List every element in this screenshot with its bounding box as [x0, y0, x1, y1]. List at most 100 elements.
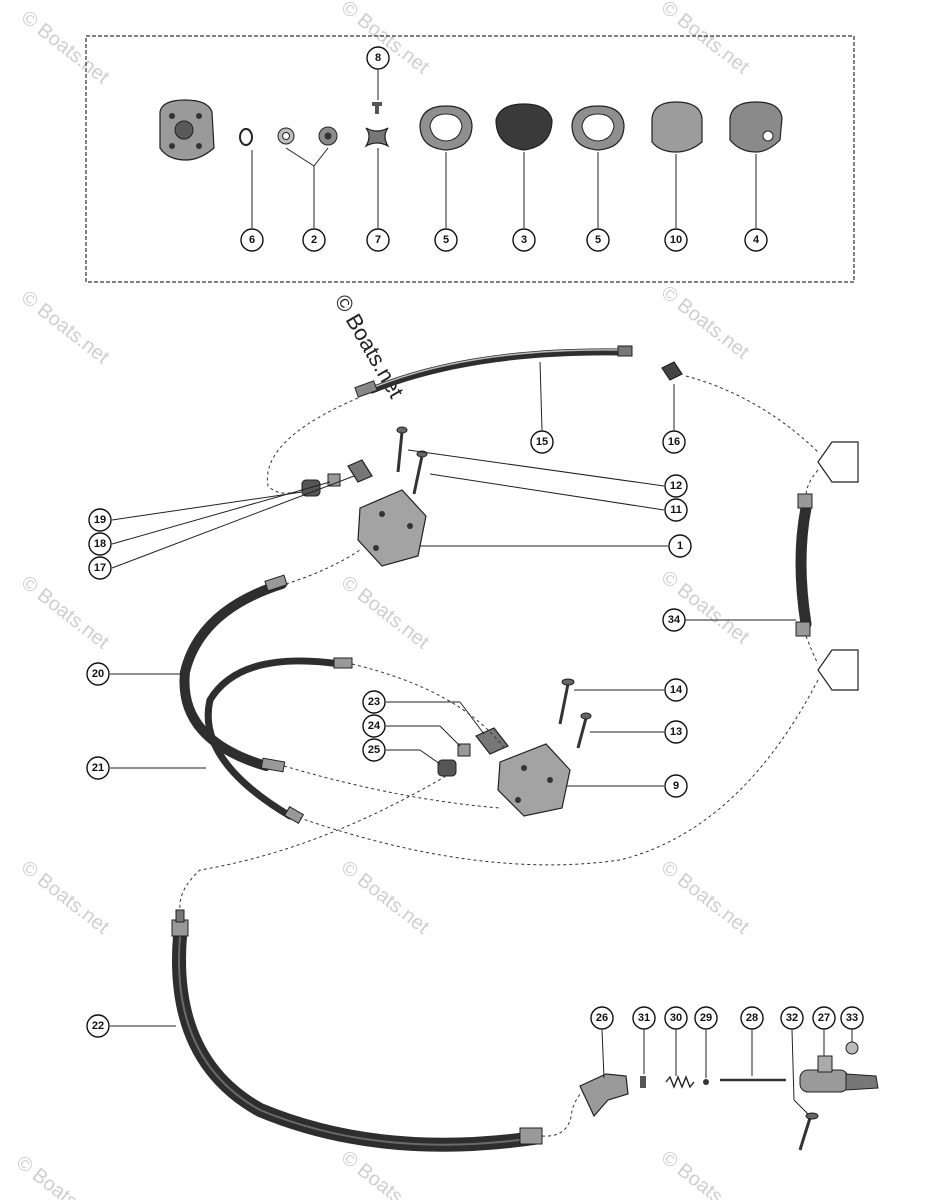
- hose-connector-icon: [817, 441, 859, 483]
- callout-label: 9: [673, 780, 679, 792]
- leader-lines: [110, 361, 853, 1115]
- callouts: 6 2 8 7 5 3 5 10 4 15 16 12 11 1 19 18 1…: [86, 46, 864, 1038]
- callout-label: 17: [94, 562, 106, 574]
- inset-leaders: [251, 70, 757, 228]
- elbow-fitting-26: [579, 1073, 629, 1118]
- callout-9: 9: [664, 774, 688, 798]
- callout-label: 5: [443, 234, 449, 246]
- callout-5: 5: [434, 228, 458, 252]
- cover-plate-icon: [729, 101, 783, 153]
- callout-4: 4: [744, 228, 768, 252]
- callout-label: 20: [92, 668, 104, 680]
- watermark: © Boats.net: [12, 1152, 108, 1200]
- callout-label: 5: [595, 234, 601, 246]
- callout-label: 31: [638, 1012, 650, 1024]
- fitting-19: [301, 479, 321, 497]
- callout-25: 25: [362, 738, 386, 762]
- callout-label: 22: [92, 1020, 104, 1032]
- inset-box: [85, 35, 855, 283]
- callout-label: 7: [375, 234, 381, 246]
- callout-label: 34: [668, 614, 681, 626]
- callout-label: 14: [670, 684, 683, 696]
- callout-13: 13: [664, 720, 688, 744]
- ball-29: [703, 1079, 709, 1085]
- callout-label: 12: [670, 480, 682, 492]
- fitting-24: [457, 743, 471, 757]
- callout-7: 7: [366, 228, 390, 252]
- callout-14: 14: [664, 678, 688, 702]
- screw-icon: [558, 678, 575, 725]
- callout-32: 32: [780, 1006, 804, 1030]
- fuel-hose-34: [795, 502, 812, 630]
- callout-15: 15: [530, 430, 554, 454]
- callout-6: 6: [240, 228, 264, 252]
- callout-label: 26: [596, 1012, 608, 1024]
- callout-label: 15: [536, 436, 548, 448]
- pump-cover-icon: [651, 101, 703, 153]
- callout-label: 30: [670, 1012, 682, 1024]
- gasket-icon: [571, 105, 625, 151]
- callout-8: 8: [366, 46, 390, 70]
- inset-parts: [159, 99, 783, 161]
- check-valve-icon: [277, 126, 338, 146]
- callout-11: 11: [664, 498, 688, 522]
- screw-icon: [372, 102, 382, 114]
- callout-16: 16: [662, 430, 686, 454]
- watermark: © Boats.net: [657, 857, 753, 939]
- callout-label: 2: [311, 234, 317, 246]
- spring-30: [665, 1075, 695, 1089]
- elbow-fitting-17: [347, 459, 373, 483]
- callout-31: 31: [632, 1006, 656, 1030]
- callout-20: 20: [86, 662, 110, 686]
- fitting-18: [327, 473, 341, 487]
- spacer-31: [640, 1076, 646, 1088]
- watermark: © Boats.net: [337, 572, 433, 654]
- callout-26: 26: [590, 1006, 614, 1030]
- callout-29: 29: [694, 1006, 718, 1030]
- fuel-hose-15: [368, 348, 624, 394]
- gasket-icon: [419, 105, 473, 151]
- callout-label: 29: [700, 1012, 712, 1024]
- callout-28: 28: [740, 1006, 764, 1030]
- callout-label: 10: [670, 234, 682, 246]
- callout-10: 10: [664, 228, 688, 252]
- callout-label: 13: [670, 726, 682, 738]
- hose-connector-icon: [817, 649, 859, 691]
- fuel-hose-22: [172, 929, 541, 1152]
- callout-27: 27: [812, 1006, 836, 1030]
- callout-label: 16: [668, 436, 680, 448]
- callout-3: 3: [512, 228, 536, 252]
- callout-label: 23: [368, 696, 380, 708]
- watermark: © Boats.net: [337, 857, 433, 939]
- callout-label: 33: [846, 1012, 858, 1024]
- screw-icon: [396, 426, 408, 473]
- callout-22: 22: [86, 1014, 110, 1038]
- elbow-fitting-23: [475, 727, 509, 755]
- fuel-hose-21: [204, 657, 344, 820]
- pump-assembly-9: [497, 743, 571, 817]
- watermark: © Boats.net: [657, 1147, 753, 1200]
- callout-label: 32: [786, 1012, 798, 1024]
- nut-33: [845, 1041, 859, 1055]
- valve-body-27: [799, 1055, 879, 1093]
- callout-label: 1: [677, 540, 683, 552]
- callout-label: 25: [368, 744, 380, 756]
- screw-icon: [576, 712, 592, 749]
- elbow-fitting-16: [661, 361, 683, 381]
- screw-icon: [412, 450, 428, 495]
- screw-icon: [798, 1112, 819, 1151]
- callout-5: 5: [586, 228, 610, 252]
- callout-label: 6: [249, 234, 255, 246]
- watermark: © Boats.net: [17, 287, 113, 369]
- watermark: © Boats.net: [657, 282, 753, 364]
- watermark: © Boats.net: [17, 572, 113, 654]
- callout-label: 19: [94, 514, 106, 526]
- hoses: [171, 345, 813, 1152]
- callout-18: 18: [88, 532, 112, 556]
- diaphragm-icon: [495, 103, 553, 151]
- watermark: © Boats.net: [657, 567, 753, 649]
- callout-label: 8: [375, 52, 381, 64]
- watermark: © Boats.net: [337, 1147, 433, 1200]
- watermark: © Boats.net: [17, 7, 113, 89]
- valve-retainer-icon: [364, 127, 390, 148]
